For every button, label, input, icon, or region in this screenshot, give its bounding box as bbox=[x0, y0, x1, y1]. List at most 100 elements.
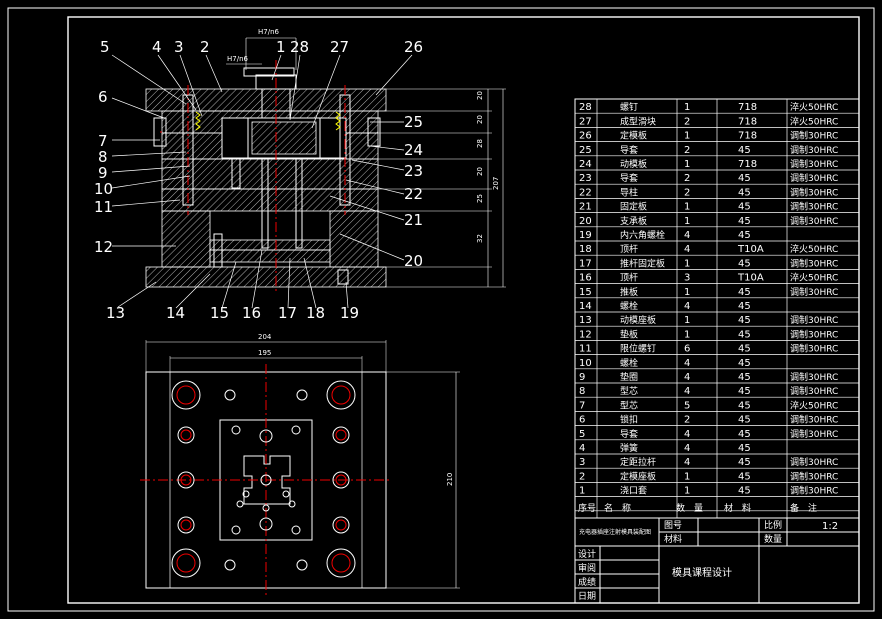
bom-cell-qty: 4 bbox=[684, 372, 690, 383]
bom-cell-no: 22 bbox=[579, 187, 592, 198]
bom-cell-name: 支承板 bbox=[620, 215, 647, 227]
bom-cell-name: 内六角螺栓 bbox=[620, 229, 665, 241]
bom-cell-mat: 45 bbox=[738, 486, 751, 497]
bom-cell-mat: 45 bbox=[738, 457, 751, 468]
bom-cell-qty: 5 bbox=[684, 400, 690, 411]
bom-cell-qty: 4 bbox=[684, 230, 690, 241]
bom-cell-no: 18 bbox=[579, 244, 592, 255]
bom-cell-no: 20 bbox=[579, 216, 592, 227]
ejector-pin-b bbox=[295, 157, 303, 249]
bom-cell-name: 固定板 bbox=[620, 201, 647, 213]
bolt-right bbox=[337, 269, 349, 285]
bom-cell-mat: 45 bbox=[738, 386, 751, 397]
bom-cell-no: 25 bbox=[579, 145, 592, 156]
part-label-8: 8 bbox=[98, 148, 108, 166]
bom-cell-name: 动模板 bbox=[620, 158, 647, 170]
bom-header-no: 序号 bbox=[578, 502, 596, 514]
part-label-9: 9 bbox=[98, 164, 108, 182]
part-label-1: 1 bbox=[276, 38, 286, 56]
bom-cell-qty: 4 bbox=[684, 429, 690, 440]
part-label-3: 3 bbox=[174, 38, 184, 56]
title-block: 充电器插座注射模具装配图 图号 材料 比例 1:2 数量 设计 审阅 成绩 日期… bbox=[574, 517, 860, 604]
plan-width-inner: 195 bbox=[258, 349, 271, 357]
bom-cell-no: 21 bbox=[579, 202, 592, 213]
bom-cell-no: 8 bbox=[579, 386, 585, 397]
part-label-26: 26 bbox=[404, 38, 423, 56]
bom-cell-no: 13 bbox=[579, 315, 592, 326]
bom-cell-qty: 1 bbox=[684, 486, 690, 497]
bom-cell-qty: 2 bbox=[684, 415, 690, 426]
bom-cell-no: 16 bbox=[579, 273, 592, 284]
bom-cell-note: 调制30HRC bbox=[790, 186, 838, 198]
bom-cell-mat: 45 bbox=[738, 258, 751, 269]
bom-cell-qty: 4 bbox=[684, 443, 690, 454]
bom-cell-note: 调制30HRC bbox=[790, 158, 838, 170]
bom-cell-no: 24 bbox=[579, 159, 592, 170]
bom-cell-qty: 1 bbox=[684, 315, 690, 326]
retainer-plate bbox=[161, 188, 379, 212]
scale-value: 1:2 bbox=[822, 521, 838, 532]
quantity-label: 数量 bbox=[764, 533, 782, 545]
part-label-10: 10 bbox=[94, 180, 113, 198]
bom-cell-qty: 2 bbox=[684, 187, 690, 198]
bom-cell-qty: 2 bbox=[684, 173, 690, 184]
bom-header-note: 备 注 bbox=[790, 502, 817, 514]
bom-cell-name: 顶杆 bbox=[620, 243, 638, 255]
bom-cell-qty: 2 bbox=[684, 116, 690, 127]
part-label-5: 5 bbox=[100, 38, 110, 56]
bom-cell-note: 调制30HRC bbox=[790, 485, 838, 497]
side-dim-d: 20 bbox=[476, 167, 484, 176]
bom-cell-name: 定模座板 bbox=[620, 470, 656, 482]
ejector-plate bbox=[209, 249, 331, 263]
bolt-left bbox=[213, 233, 223, 268]
bom-cell-no: 28 bbox=[579, 102, 592, 113]
bom-cell-mat: 45 bbox=[738, 230, 751, 241]
bom-cell-note: 调制30HRC bbox=[790, 470, 838, 482]
part-label-11: 11 bbox=[94, 198, 113, 216]
slider-right bbox=[319, 117, 347, 159]
bom-cell-note: 调制30HRC bbox=[790, 456, 838, 468]
part-label-28: 28 bbox=[290, 38, 309, 56]
bom-cell-name: 垫板 bbox=[620, 328, 638, 340]
bom-cell-qty: 1 bbox=[684, 202, 690, 213]
bom-cell-qty: 1 bbox=[684, 329, 690, 340]
bom-header-name: 名 称 bbox=[604, 502, 631, 514]
date-label: 日期 bbox=[578, 591, 596, 602]
part-label-20: 20 bbox=[404, 252, 423, 270]
bom-cell-mat: 45 bbox=[738, 415, 751, 426]
limit-screw-right bbox=[367, 117, 381, 147]
part-label-17: 17 bbox=[278, 304, 297, 322]
plan-screw-holes bbox=[177, 389, 350, 571]
bom-cell-no: 3 bbox=[579, 457, 585, 468]
fit-label-top: H7/n6 bbox=[258, 28, 280, 36]
side-dim-b: 20 bbox=[476, 115, 484, 124]
core-pin-left bbox=[231, 157, 241, 189]
bom-cell-mat: 45 bbox=[738, 202, 751, 213]
bom-cell-name: 定距拉杆 bbox=[620, 456, 656, 468]
bom-cell-note: 调制30HRC bbox=[790, 257, 838, 269]
part-label-19: 19 bbox=[340, 304, 359, 322]
part-label-24: 24 bbox=[404, 141, 423, 159]
bom-cell-no: 17 bbox=[579, 258, 592, 269]
plan-height: 210 bbox=[446, 473, 454, 486]
bom-cell-mat: 45 bbox=[738, 429, 751, 440]
bom-cell-note: 调制30HRC bbox=[790, 172, 838, 184]
bom-cell-no: 4 bbox=[579, 443, 585, 454]
part-label-18: 18 bbox=[306, 304, 325, 322]
part-label-22: 22 bbox=[404, 185, 423, 203]
bom-cell-note: 调制30HRC bbox=[790, 286, 838, 298]
bom-cell-name: 型芯 bbox=[620, 399, 638, 411]
bom-cell-note: 淬火50HRC bbox=[790, 101, 838, 113]
moving-clamp-plate bbox=[145, 266, 387, 288]
bom-cell-note: 调制30HRC bbox=[790, 385, 838, 397]
bom-cell-note: 调制30HRC bbox=[790, 414, 838, 426]
bom-cell-qty: 1 bbox=[684, 216, 690, 227]
bom-cell-qty: 4 bbox=[684, 457, 690, 468]
bom-cell-name: 顶杆 bbox=[620, 272, 638, 284]
bom-cell-name: 导套 bbox=[620, 428, 638, 440]
course-title: 模具课程设计 bbox=[672, 566, 732, 579]
bom-cell-note: 调制30HRC bbox=[790, 215, 838, 227]
bom-cell-note: 调制30HRC bbox=[790, 201, 838, 213]
